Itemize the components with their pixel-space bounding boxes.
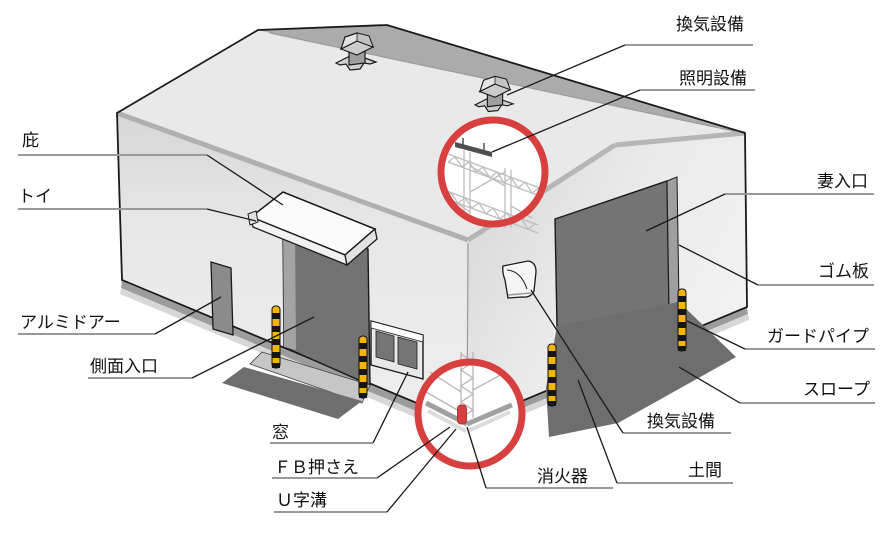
label-side-entrance: 側面入口 bbox=[90, 357, 158, 376]
guard-pole bbox=[547, 343, 557, 407]
canopy bbox=[247, 191, 378, 267]
guard-pole bbox=[358, 335, 368, 399]
fire-extinguisher bbox=[457, 404, 467, 425]
wall-vent-hood bbox=[502, 260, 537, 299]
label-lighting: 照明設備 bbox=[679, 69, 747, 88]
gable-entrance-door bbox=[554, 176, 680, 328]
roof-truss bbox=[443, 150, 541, 234]
rubber-plate-strip bbox=[666, 176, 680, 307]
label-toi: トイ bbox=[18, 187, 52, 206]
label-alumi-door: アルミドアー bbox=[20, 313, 121, 332]
gutter-right bbox=[466, 402, 513, 427]
label-fire-ext: 消火器 bbox=[537, 467, 588, 486]
eave-trim bbox=[116, 110, 469, 243]
label-window: 窓 bbox=[272, 423, 289, 442]
verge-trim-right bbox=[614, 130, 746, 148]
label-doma: 土間 bbox=[688, 461, 722, 480]
label-vent-wall: 換気設備 bbox=[647, 412, 715, 431]
window bbox=[370, 320, 424, 380]
guard-pole bbox=[677, 288, 687, 352]
label-fb-osae: ＦＢ押さえ bbox=[274, 458, 359, 477]
label-guard-pipe: ガードパイプ bbox=[767, 327, 869, 346]
roof-cutaway bbox=[443, 123, 542, 234]
label-vent-roof: 換気設備 bbox=[676, 15, 744, 34]
label-hisashi: 庇 bbox=[22, 131, 39, 150]
label-gable-entrance: 妻入口 bbox=[817, 172, 868, 191]
aluminum-door bbox=[210, 261, 234, 336]
label-slope: スロープ bbox=[803, 380, 870, 399]
window-pane bbox=[397, 336, 418, 370]
window-pane bbox=[375, 330, 395, 363]
side-entrance-door bbox=[282, 228, 371, 387]
canopy-gutter bbox=[247, 210, 259, 226]
gable-slope-slab bbox=[546, 302, 736, 437]
gutter-channel bbox=[467, 410, 511, 433]
gutter-channel bbox=[427, 409, 467, 433]
label-u-gutter: Ｕ字溝 bbox=[276, 491, 327, 510]
highlight-ring-corner bbox=[414, 358, 526, 470]
leader-lines bbox=[154, 44, 759, 513]
label-rubber-plate: ゴム板 bbox=[818, 261, 869, 281]
highlight-ring-lighting bbox=[437, 116, 549, 228]
door-jamb bbox=[283, 229, 296, 350]
roof-front-slope bbox=[117, 30, 743, 240]
building-outline bbox=[116, 24, 748, 425]
base-strip-left bbox=[121, 281, 467, 432]
label-underlines bbox=[18, 44, 875, 513]
light-fixture bbox=[455, 138, 492, 157]
corner-cutaway bbox=[421, 352, 519, 463]
side-slab bbox=[222, 367, 362, 419]
